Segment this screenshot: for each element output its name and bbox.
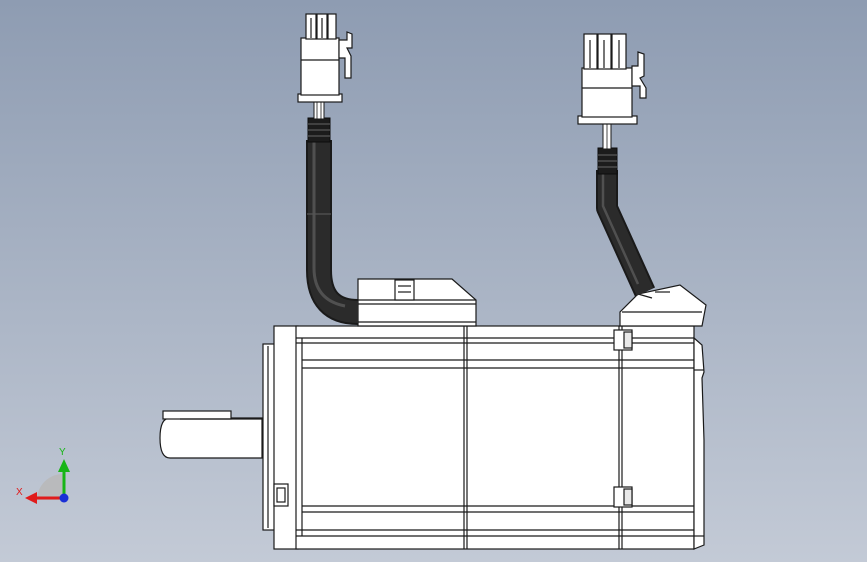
- encoder-connector-block: [619, 284, 707, 327]
- cable-gland-socket: [394, 279, 415, 301]
- z-axis-dot: [59, 493, 69, 503]
- motor-shaft: [159, 410, 263, 459]
- power-connector-block: [357, 278, 477, 327]
- y-axis-label: Y: [59, 447, 66, 458]
- motor-flange: [262, 325, 299, 550]
- encoder-cable: [596, 123, 656, 297]
- x-axis-label: X: [16, 487, 23, 498]
- y-axis-arrowhead: [58, 459, 70, 472]
- axis-triad[interactable]: X Y: [16, 447, 70, 504]
- shaft-key: [162, 410, 232, 420]
- motor-body: [295, 325, 695, 550]
- power-cable: [306, 101, 359, 325]
- rear-end-cap: [693, 336, 705, 550]
- triad-arc: [36, 473, 64, 500]
- power-connector-plug: [297, 13, 353, 103]
- encoder-connector-plug: [577, 33, 647, 125]
- x-axis-arrowhead: [25, 492, 37, 504]
